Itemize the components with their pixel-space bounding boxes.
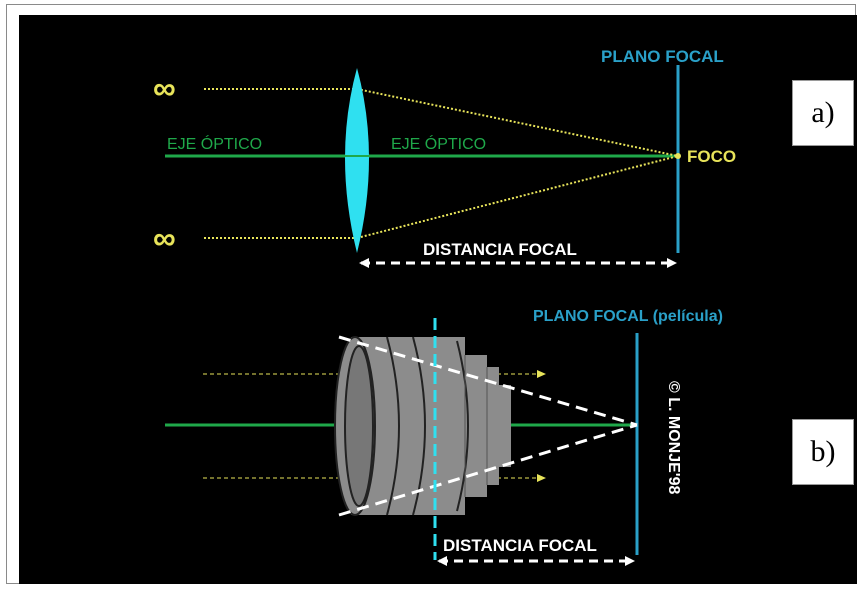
ray-bottom-converging — [356, 155, 679, 239]
foco-label: FOCO — [687, 147, 736, 166]
diagram-a: PLANO FOCAL EJE ÓPTICO EJE ÓPTICO FOCO ∞… — [153, 47, 736, 268]
figure-frame: PLANO FOCAL EJE ÓPTICO EJE ÓPTICO FOCO ∞… — [6, 4, 857, 584]
focal-point — [675, 153, 681, 159]
diagram-b: PLANO FOCAL (película) DISTANCIA FOCAL ©… — [165, 308, 723, 566]
diagram-panel: PLANO FOCAL EJE ÓPTICO EJE ÓPTICO FOCO ∞… — [19, 15, 857, 584]
eje-optico-label-right: EJE ÓPTICO — [391, 134, 486, 153]
ray-top-converging — [356, 88, 679, 157]
converging-line-bottom — [338, 423, 638, 517]
panel-label-a: a) — [792, 80, 854, 146]
plano-focal-label-b: PLANO FOCAL (película) — [533, 308, 723, 325]
converging-line-top — [338, 335, 638, 427]
copyright-label: © L. MONJE'98 — [665, 381, 682, 495]
plano-focal-label-a: PLANO FOCAL — [601, 47, 724, 66]
distancia-focal-label-a: DISTANCIA FOCAL — [423, 240, 577, 259]
camera-lens — [334, 336, 511, 516]
infinity-top-symbol: ∞ — [153, 70, 176, 106]
convex-lens — [345, 68, 369, 253]
optics-diagram: PLANO FOCAL EJE ÓPTICO EJE ÓPTICO FOCO ∞… — [153, 47, 736, 566]
distancia-focal-label-b: DISTANCIA FOCAL — [443, 536, 597, 555]
eje-optico-label-left: EJE ÓPTICO — [167, 134, 262, 153]
panel-label-b: b) — [792, 419, 854, 485]
infinity-bottom-symbol: ∞ — [153, 220, 176, 256]
